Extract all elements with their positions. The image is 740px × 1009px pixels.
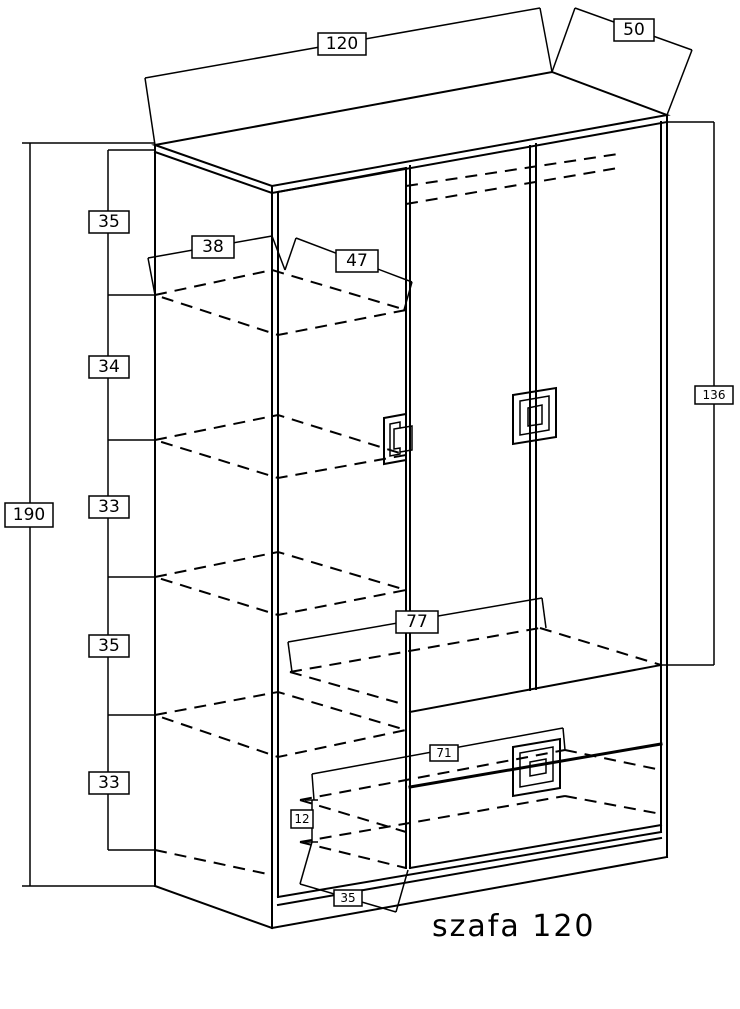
rail-width-label: 77 (406, 612, 428, 632)
door-height-label: 136 (703, 388, 726, 402)
dim-label-drawer-depth: 35 (333, 889, 363, 907)
shelf-width-label: 38 (202, 237, 224, 257)
height-label: 190 (13, 505, 45, 525)
top-drawer (408, 711, 663, 869)
dimension-lines (22, 7, 715, 913)
dim-label-door-height: 136 (694, 385, 734, 405)
drawer-width-label: 71 (436, 746, 451, 760)
drawer-handle (512, 737, 561, 798)
drawer-depth-label: 35 (340, 891, 355, 905)
dim-label-rail-width: 77 (395, 610, 439, 634)
shelf-spacing-4: 35 (98, 636, 120, 656)
shelf-depth-label: 47 (346, 251, 368, 271)
dim-label-height: 190 (4, 502, 54, 528)
left-door (276, 166, 408, 869)
shelf-spacing-2: 34 (98, 357, 120, 377)
dim-label-shelf-depth: 47 (335, 249, 379, 273)
dim-label-drawer-height: 12 (290, 809, 314, 829)
drawers (408, 711, 663, 870)
shelf-spacing-labels: 35 34 33 35 33 (88, 210, 130, 795)
right-door-handle (512, 386, 557, 446)
dim-label-width: 120 (317, 32, 367, 56)
caption: szafa 120 (432, 909, 596, 944)
shelf-spacing-1: 35 (98, 212, 120, 232)
shelf-spacing-5: 33 (98, 773, 120, 793)
dim-label-drawer-width: 71 (429, 744, 459, 762)
width-label: 120 (326, 34, 358, 54)
depth-label: 50 (623, 20, 645, 40)
shelf-spacing-3: 33 (98, 497, 120, 517)
interior-dashed-lines (154, 153, 662, 876)
drawer-height-label: 12 (294, 812, 309, 826)
left-door-handle (383, 412, 413, 466)
bottom-drawer (408, 823, 663, 870)
dim-label-depth: 50 (613, 18, 655, 42)
dim-label-shelf-width: 38 (191, 235, 235, 259)
